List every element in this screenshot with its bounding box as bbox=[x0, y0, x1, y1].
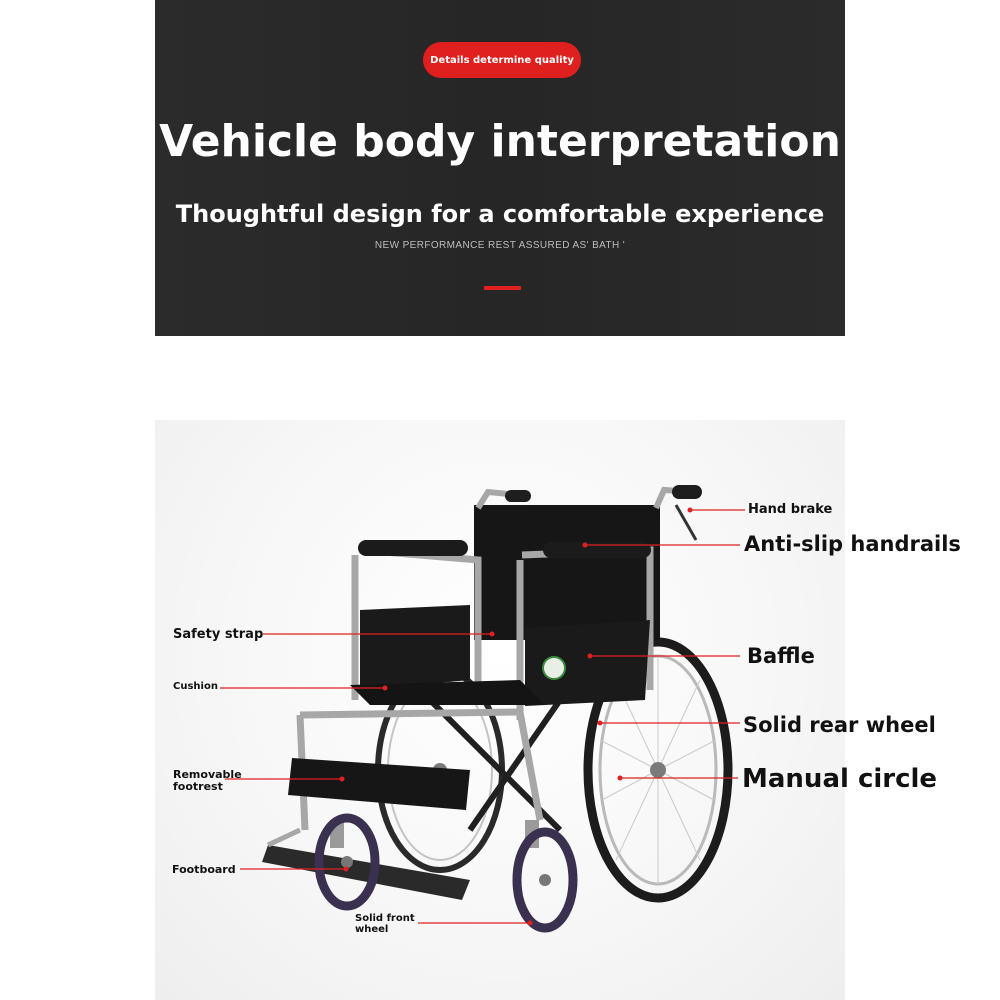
label-hand-brake: Hand brake bbox=[748, 502, 833, 517]
header-banner: Details determine quality Vehicle body i… bbox=[155, 0, 845, 336]
page-subtitle: Thoughtful design for a comfortable expe… bbox=[175, 200, 825, 228]
label-solid-front-wheel-line1: Solid front bbox=[355, 913, 415, 924]
label-safety-strap: Safety strap bbox=[173, 627, 264, 642]
quality-badge: Details determine quality bbox=[423, 42, 581, 78]
label-removable-footrest-line1: Removable bbox=[173, 768, 242, 781]
label-removable-footrest-line2: footrest bbox=[173, 779, 223, 793]
page-title: Vehicle body interpretation bbox=[159, 116, 841, 167]
label-solid-front-wheel-line2: wheel bbox=[355, 923, 389, 935]
label-manual-circle: Manual circle bbox=[742, 764, 938, 794]
accent-divider bbox=[484, 286, 521, 290]
label-solid-rear-wheel: Solid rear wheel bbox=[743, 713, 936, 737]
front-caster-left bbox=[314, 813, 380, 911]
label-footboard: Footboard bbox=[172, 863, 236, 876]
label-baffle: Baffle bbox=[747, 644, 815, 668]
front-caster-right bbox=[512, 820, 578, 933]
label-removable-footrest: Removable footrest bbox=[173, 769, 242, 792]
callout-lines bbox=[220, 509, 745, 924]
label-solid-front-wheel: Solid front wheel bbox=[355, 913, 415, 935]
tagline: NEW PERFORMANCE REST ASSURED AS' BATH ' bbox=[374, 240, 626, 251]
label-anti-slip-handrails: Anti-slip handrails bbox=[744, 532, 961, 556]
label-cushion: Cushion bbox=[173, 681, 218, 692]
